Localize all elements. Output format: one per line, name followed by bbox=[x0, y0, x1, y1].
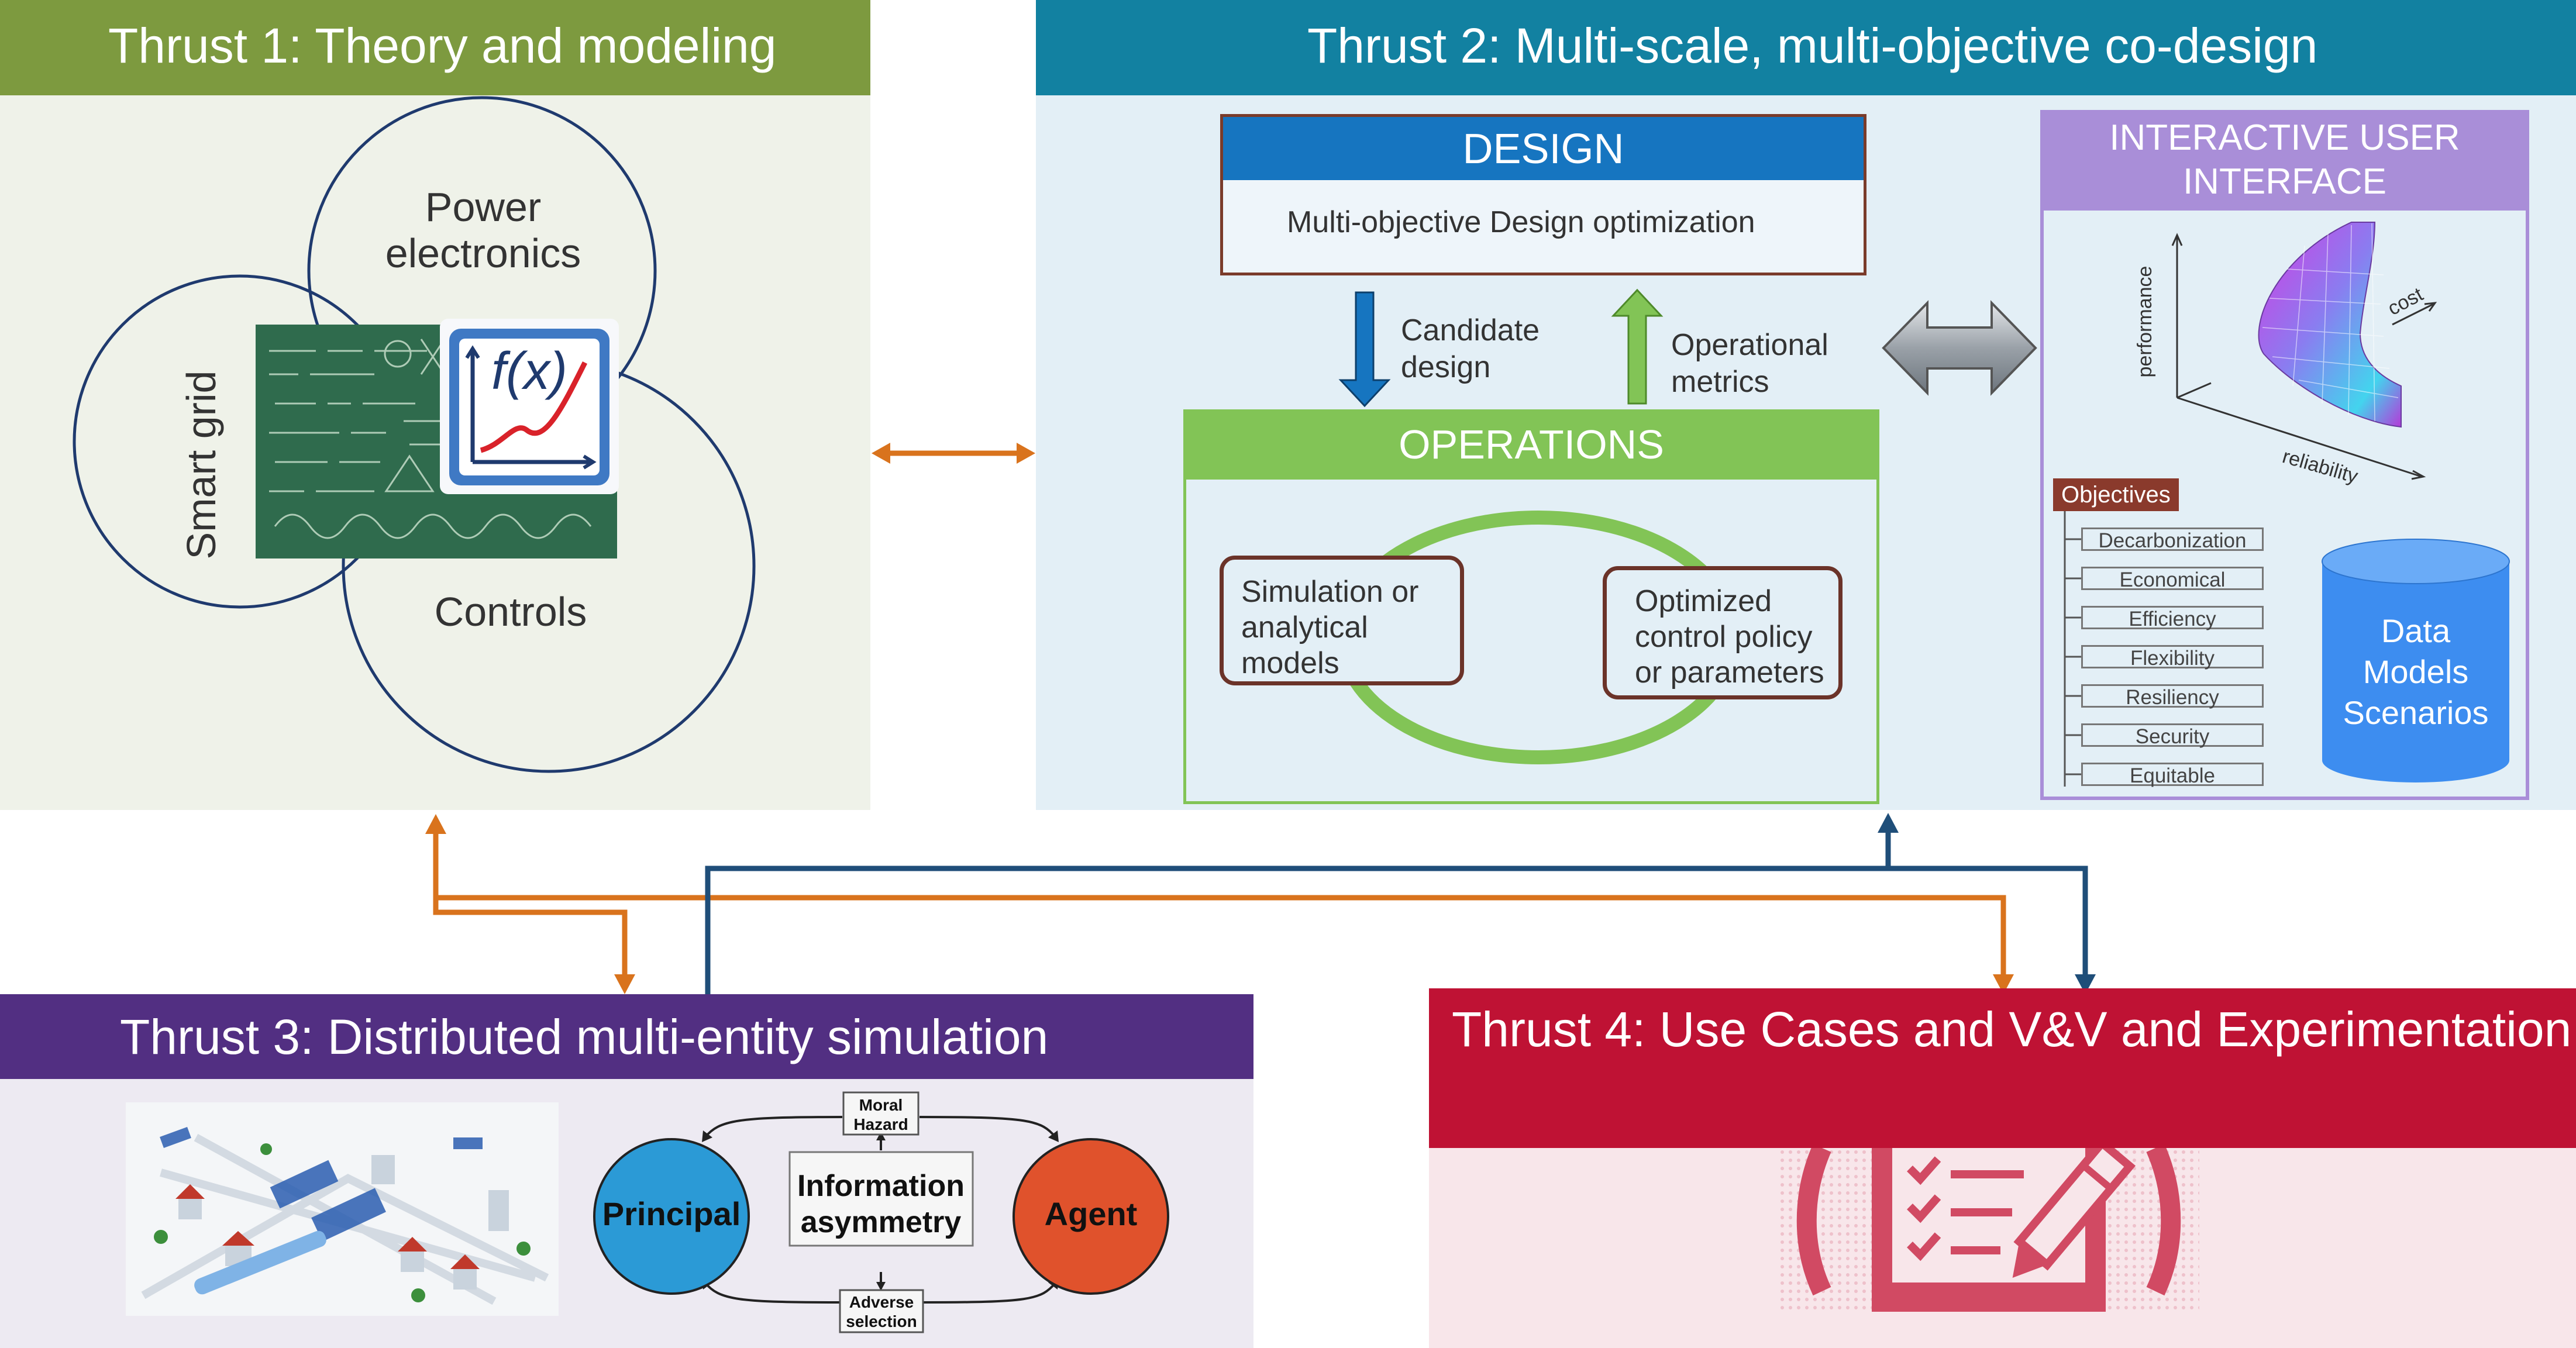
formula-text: f(x) bbox=[491, 342, 567, 401]
ui-title-1: INTERACTIVE USER bbox=[2109, 118, 2460, 158]
design-header bbox=[1223, 117, 1864, 180]
asymmetry-label: asymmetry bbox=[801, 1205, 962, 1239]
simulation-text-2: analytical bbox=[1241, 611, 1368, 644]
optimized-text-3: or parameters bbox=[1635, 656, 1824, 689]
objectives-tree bbox=[2064, 509, 2081, 787]
objective-item: Economical bbox=[2081, 567, 2264, 591]
database-text-1: Data bbox=[2381, 612, 2451, 649]
information-label: Information bbox=[797, 1169, 965, 1203]
operations-header bbox=[1183, 409, 1879, 480]
thrust1-title: Thrust 1: Theory and modeling bbox=[108, 18, 777, 73]
objective-item: Decarbonization bbox=[2081, 528, 2264, 552]
objective-item: Equitable bbox=[2081, 763, 2264, 787]
objective-item: Efficiency bbox=[2081, 606, 2264, 630]
down-arrow-icon bbox=[1338, 291, 1391, 408]
design-ops-arrows bbox=[1338, 288, 1664, 408]
adverse-label: Adverse bbox=[849, 1293, 914, 1311]
thrust1-diagram: f(x) Power electronics Smart grid Contro… bbox=[73, 96, 756, 773]
operational-label-1: Operational bbox=[1671, 328, 1828, 362]
thrust3-title: Thrust 3: Distributed multi-entity simul… bbox=[120, 1009, 1049, 1064]
checklist-pencil-icon bbox=[1778, 1148, 2199, 1312]
operations-title: OPERATIONS bbox=[1399, 422, 1664, 467]
smart-grid-label: Smart grid bbox=[178, 371, 224, 560]
agent-node bbox=[1013, 1138, 1169, 1295]
moral-hazard-box bbox=[842, 1091, 919, 1136]
electronics-label: electronics bbox=[385, 230, 581, 276]
thrust2-header bbox=[1036, 0, 2576, 95]
thrust4-title: Thrust 4: Use Cases and V&V and Experime… bbox=[1452, 1002, 2572, 1057]
selection-label: selection bbox=[846, 1312, 917, 1330]
information-asymmetry-box bbox=[788, 1151, 974, 1247]
smart-city-icon bbox=[126, 1102, 559, 1316]
objective-item: Resiliency bbox=[2081, 684, 2264, 709]
arrowheads bbox=[425, 443, 2096, 994]
ui-header bbox=[2040, 110, 2529, 211]
objective-item: Security bbox=[2081, 723, 2264, 748]
adverse-selection-box bbox=[839, 1289, 924, 1333]
simulation-box bbox=[1220, 556, 1464, 685]
hazard-label: Hazard bbox=[853, 1115, 908, 1133]
operational-label-2: metrics bbox=[1671, 365, 1769, 399]
thrust3-header bbox=[0, 994, 1253, 1079]
optimized-text-2: control policy bbox=[1635, 620, 1813, 654]
power-label: Power bbox=[425, 184, 541, 230]
optimized-text-1: Optimized bbox=[1635, 584, 1772, 618]
principal-agent-diagram: Principal Agent Information asymmetry Mo… bbox=[593, 1091, 1169, 1333]
ui-title-2: INTERFACE bbox=[2183, 161, 2386, 202]
objective-item: Flexibility bbox=[2081, 645, 2264, 670]
agent-label: Agent bbox=[1045, 1195, 1138, 1232]
formula-icon: f(x) bbox=[440, 319, 619, 494]
thrust1-header bbox=[0, 0, 870, 95]
double-arrow-icon bbox=[1882, 300, 2037, 396]
candidate-label-1: Candidate bbox=[1401, 313, 1540, 347]
objectives-label: Objectives bbox=[2053, 478, 2179, 511]
up-arrow-icon bbox=[1611, 288, 1664, 405]
principal-node bbox=[593, 1138, 750, 1295]
moral-label: Moral bbox=[859, 1096, 903, 1114]
design-title: DESIGN bbox=[1462, 126, 1624, 173]
simulation-text-1: Simulation or bbox=[1241, 575, 1419, 609]
controls-label: Controls bbox=[435, 589, 587, 635]
candidate-label-2: design bbox=[1401, 350, 1491, 384]
thrust4-header bbox=[1429, 988, 2576, 1148]
design-body: Multi-objective Design optimization bbox=[1287, 205, 1755, 239]
simulation-text-3: models bbox=[1241, 646, 1339, 680]
database-icon bbox=[2322, 539, 2510, 782]
performance-axis-label: performance bbox=[2134, 266, 2156, 378]
optimized-box bbox=[1603, 566, 1843, 699]
thrust2-title: Thrust 2: Multi-scale, multi-objective c… bbox=[1307, 18, 2318, 73]
principal-label: Principal bbox=[602, 1195, 741, 1232]
surface-plot-icon: performance cost reliability bbox=[2134, 222, 2437, 488]
database-text-3: Scenarios bbox=[2343, 694, 2489, 731]
database-text-2: Models bbox=[2363, 653, 2469, 690]
